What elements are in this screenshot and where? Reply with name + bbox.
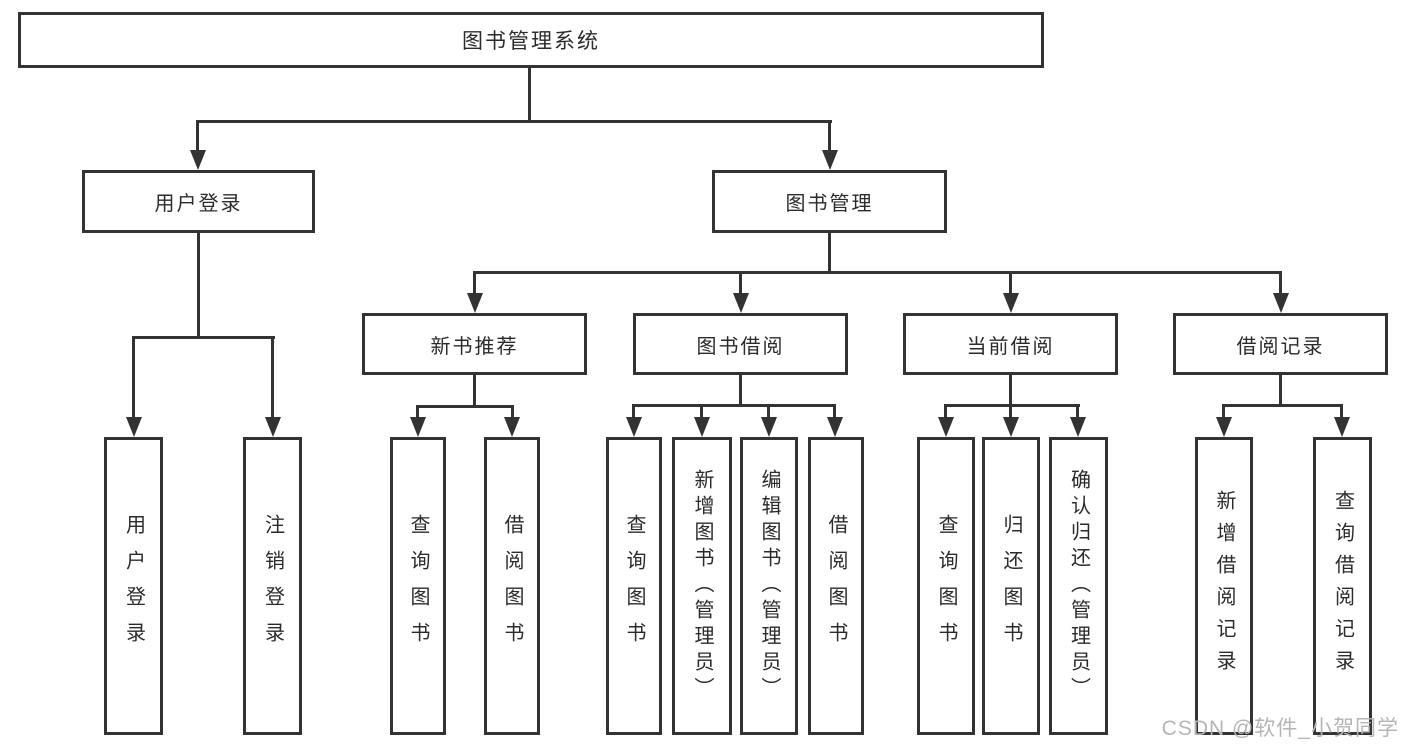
connector-drop-confirm-return <box>1076 404 1079 420</box>
connector-drop-new-book-rec <box>473 271 476 296</box>
leaf-add-book-admin: 新增图书（管理员） <box>672 437 732 735</box>
node-borrowing-records: 借阅记录 <box>1173 313 1388 375</box>
arrowhead-add-record <box>1216 417 1232 437</box>
node-label: 当前借阅 <box>966 335 1055 358</box>
connector-user-login-rail <box>132 336 275 339</box>
leaf-logout: 注销登录 <box>243 437 302 735</box>
leaf-label: 注销登录 <box>261 514 284 658</box>
leaf-query-borrow-record: 查询借阅记录 <box>1313 437 1372 735</box>
arrowhead-borrow-records <box>1273 293 1289 313</box>
leaf-user-login: 用户登录 <box>104 437 163 735</box>
arrowhead-add-book <box>694 417 710 437</box>
node-label: 借阅记录 <box>1236 335 1325 358</box>
arrowhead-query-record <box>1334 417 1350 437</box>
connector-drop-return-book <box>1009 404 1012 420</box>
connector-drop-current-borrow <box>1009 271 1012 296</box>
arrowhead-current-borrow <box>1003 293 1019 313</box>
connector-drop-borrow-records <box>1279 271 1282 296</box>
connector-drop-add-book <box>700 404 703 420</box>
connector-drop-edit-book <box>767 404 770 420</box>
leaf-label: 用户登录 <box>122 514 145 658</box>
leaf-label: 确认归还（管理员） <box>1067 469 1090 703</box>
leaf-query-book-3: 查询图书 <box>917 437 975 735</box>
leaf-label: 借阅图书 <box>501 514 523 658</box>
watermark: CSDN @软件_小贺同学 <box>1161 717 1399 740</box>
leaf-label: 查询图书 <box>407 514 429 658</box>
arrowhead-new-book-rec <box>467 293 483 313</box>
leaf-label: 查询图书 <box>623 514 645 658</box>
node-book-management: 图书管理 <box>712 170 947 233</box>
connector-book-mgmt-rail <box>473 271 1282 274</box>
connector-drop-leaf-user-login <box>132 336 135 420</box>
connector-user-login-stem <box>197 233 200 339</box>
leaf-label: 查询借阅记录 <box>1331 490 1354 682</box>
node-book-borrowing: 图书借阅 <box>633 313 848 375</box>
node-label: 图书借阅 <box>696 335 785 358</box>
leaf-edit-book-admin: 编辑图书（管理员） <box>740 437 798 735</box>
node-user-login: 用户登录 <box>82 170 315 233</box>
arrowhead-leaf-logout <box>265 417 281 437</box>
node-label: 用户登录 <box>154 193 243 215</box>
leaf-query-book-1: 查询图书 <box>390 437 446 735</box>
connector-current-borrow-rail <box>944 404 1080 407</box>
connector-drop-add-record <box>1222 404 1225 420</box>
connector-drop-book-borrow <box>739 271 742 296</box>
arrowhead-book-mgmt <box>822 150 838 170</box>
connector-drop-borrow-book-2 <box>833 404 836 420</box>
leaf-borrow-book-2: 借阅图书 <box>808 437 864 735</box>
leaf-label: 新增图书（管理员） <box>691 469 713 703</box>
connector-drop-query-book-1 <box>416 405 419 420</box>
arrowhead-query-book-1 <box>410 417 426 437</box>
connector-borrow-records-stem <box>1279 375 1282 407</box>
arrowhead-borrow-book-1 <box>504 417 520 437</box>
connector-root-rail <box>196 120 832 123</box>
arrowhead-query-book-3 <box>938 417 954 437</box>
leaf-label: 归还图书 <box>1000 514 1022 658</box>
arrowhead-borrow-book-2 <box>827 417 843 437</box>
arrowhead-book-borrow <box>733 293 749 313</box>
leaf-label: 编辑图书（管理员） <box>758 469 780 703</box>
connector-book-borrow-stem <box>739 375 742 407</box>
leaf-label: 查询图书 <box>935 514 957 658</box>
connector-drop-user-login <box>196 120 199 152</box>
node-label: 图书管理 <box>785 193 874 215</box>
leaf-label: 新增借阅记录 <box>1213 490 1235 682</box>
connector-drop-query-book-3 <box>944 404 947 420</box>
connector-drop-borrow-book-1 <box>511 405 514 420</box>
arrowhead-edit-book <box>761 417 777 437</box>
arrowhead-confirm-return <box>1070 417 1086 437</box>
connector-drop-query-record <box>1340 404 1343 420</box>
leaf-borrow-book-1: 借阅图书 <box>484 437 540 735</box>
connector-book-mgmt-stem <box>828 233 831 274</box>
connector-root-stem <box>528 68 531 123</box>
connector-new-book-rec-rail <box>416 405 514 408</box>
connector-borrow-records-rail <box>1222 404 1343 407</box>
leaf-label: 借阅图书 <box>825 514 847 658</box>
node-new-book-recommend: 新书推荐 <box>362 313 587 375</box>
leaf-add-borrow-record: 新增借阅记录 <box>1195 437 1253 735</box>
arrowhead-return-book <box>1003 417 1019 437</box>
node-label: 图书管理系统 <box>462 30 600 53</box>
node-label: 新书推荐 <box>430 335 519 358</box>
arrowhead-user-login <box>190 150 206 170</box>
node-book-management-system: 图书管理系统 <box>18 12 1044 68</box>
connector-new-book-rec-stem <box>473 375 476 408</box>
connector-drop-leaf-logout <box>271 336 274 420</box>
node-current-borrowing: 当前借阅 <box>903 313 1118 375</box>
connector-current-borrow-stem <box>1009 375 1012 407</box>
arrowhead-leaf-user-login <box>126 417 142 437</box>
connector-drop-book-mgmt <box>828 120 831 152</box>
connector-drop-query-book-2 <box>632 404 635 420</box>
leaf-return-book: 归还图书 <box>982 437 1040 735</box>
connector-book-borrow-rail <box>632 404 836 407</box>
leaf-query-book-2: 查询图书 <box>606 437 662 735</box>
leaf-confirm-return-admin: 确认归还（管理员） <box>1049 437 1108 735</box>
arrowhead-query-book-2 <box>626 417 642 437</box>
